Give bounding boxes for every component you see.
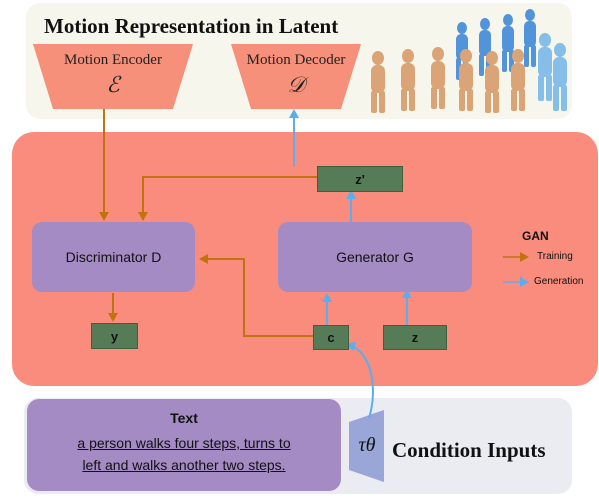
motion-encoder-label: Motion Encoder [64,52,162,68]
z-box: z [383,325,447,350]
tau-symbol: τθ [358,434,376,456]
z-prime-box: z' [317,166,403,192]
zprime-to-discriminator-arrow [138,176,317,221]
latent-title: Motion Representation in Latent [44,14,339,38]
text-to-c-arrow [346,341,374,419]
c-box: c [313,325,349,350]
motion-decoder-label: Motion Decoder [246,52,346,68]
motion-decoder-shape [231,44,361,109]
motion-encoder-shape [33,44,193,109]
legend-training-label: Training [537,251,573,262]
encoder-symbol: ℰ [106,72,120,97]
condition-inputs-label: Condition Inputs [392,438,546,462]
legend-generation-label: Generation [534,276,584,287]
legend-title: GAN [522,229,549,243]
text-encoder-shape [349,410,384,482]
decoder-symbol: 𝒟 [287,72,305,97]
text-title: Text [170,410,198,426]
text-line-1: a person walks four steps, turns to [77,435,291,451]
generator-box: Generator G [278,222,472,292]
text-line-2: left and walks another two steps. [82,457,286,473]
walking-figures-image [371,9,567,113]
text-input-box [27,399,341,491]
discriminator-box: Discriminator D [32,222,195,292]
c-to-discriminator-arrow [199,254,313,337]
y-box: y [91,323,138,349]
text-description: a person walks four steps, turns to left… [36,432,332,476]
